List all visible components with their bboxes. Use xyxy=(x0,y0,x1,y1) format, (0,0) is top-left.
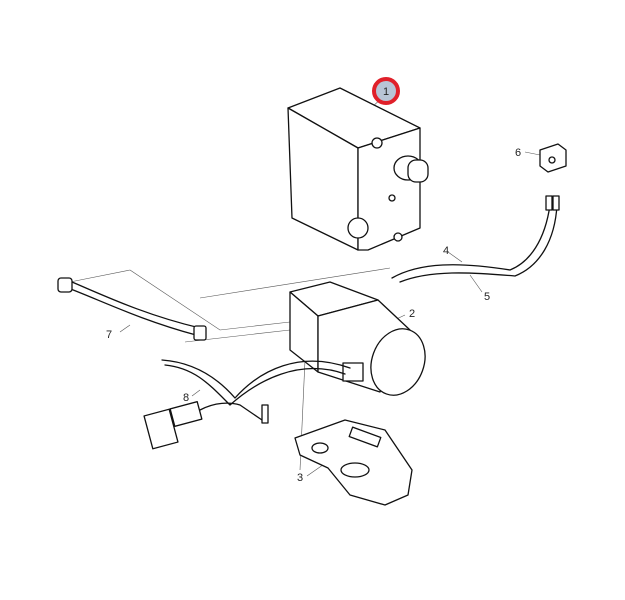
callout-8[interactable]: 8 xyxy=(183,392,189,404)
callout-label: 1 xyxy=(383,86,389,98)
callout-4[interactable]: 4 xyxy=(443,245,449,257)
part-6-connector[interactable] xyxy=(539,143,567,173)
callout-7[interactable]: 7 xyxy=(106,329,112,341)
part-8-harness[interactable] xyxy=(143,359,351,450)
part-1-gearbox[interactable] xyxy=(287,87,429,251)
callout-2[interactable]: 2 xyxy=(409,308,415,320)
callout-5[interactable]: 5 xyxy=(484,291,490,303)
callout-1[interactable]: 1 xyxy=(372,77,400,105)
callout-6[interactable]: 6 xyxy=(515,147,521,159)
part-4-5-cables[interactable] xyxy=(391,195,560,283)
part-3-bracket[interactable] xyxy=(294,419,413,506)
part-2-motor[interactable] xyxy=(289,281,434,403)
callout-3[interactable]: 3 xyxy=(297,472,303,484)
part-7-cable[interactable] xyxy=(57,277,207,341)
